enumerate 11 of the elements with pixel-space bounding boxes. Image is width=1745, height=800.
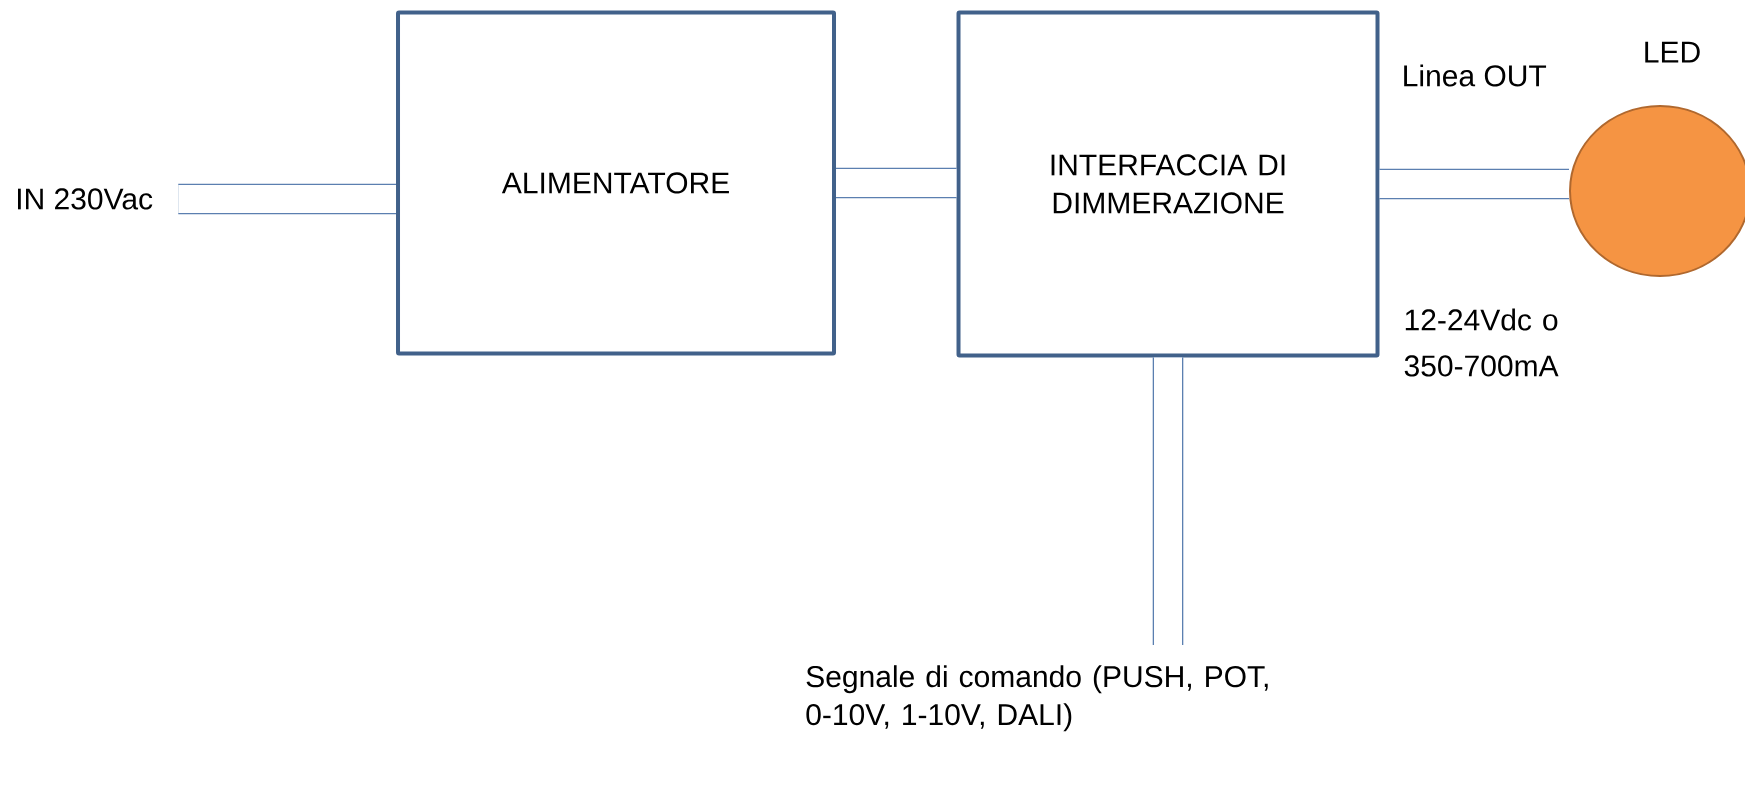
wire-pair bbox=[178, 183, 396, 215]
input-label: IN 230Vac bbox=[18, 188, 153, 210]
wire-pair bbox=[1379, 168, 1569, 200]
wire-pair bbox=[1152, 357, 1184, 645]
wire-pair bbox=[836, 167, 957, 199]
led-label: LED bbox=[1645, 41, 1700, 63]
process-box: INTERFACCIA DI DIMMERAZIONE bbox=[956, 10, 1380, 358]
output-spec-label: 12-24Vdc o 350-700mA bbox=[1404, 308, 1559, 377]
signal-label: Segnale di comando (PUSH, POT, 0-10V, 1-10V, DALI) bbox=[806, 665, 1268, 732]
edge-label: Linea OUT bbox=[1404, 64, 1547, 87]
process-box: ALIMENTATORE bbox=[396, 10, 836, 356]
